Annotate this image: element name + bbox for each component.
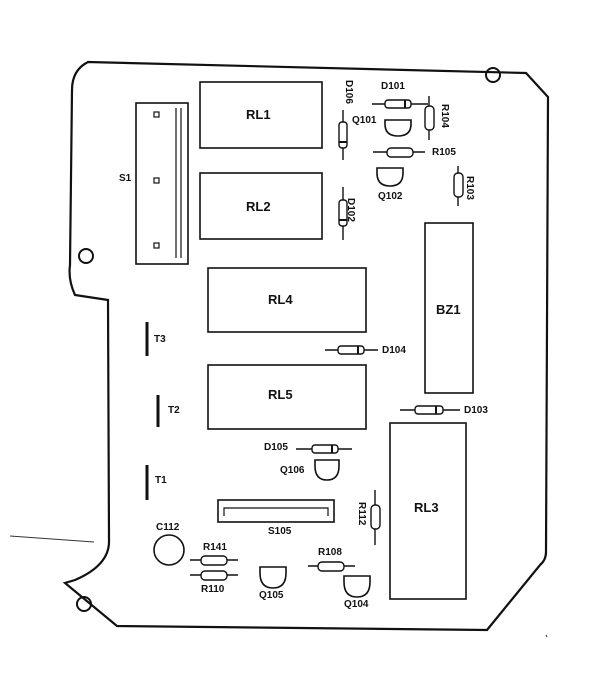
transistor-q105-label: Q105: [259, 590, 284, 601]
capacitor-c112: [153, 534, 185, 566]
mounting-hole: [76, 596, 92, 612]
relay-rl1-label: RL1: [246, 107, 271, 122]
transistor-q105: [259, 566, 287, 589]
relay-rl3-label: RL3: [414, 500, 439, 515]
transistor-q106-label: Q106: [280, 465, 305, 476]
relay-rl3-body: [389, 422, 467, 600]
transistor-q101: [384, 119, 412, 137]
diode-d103-label: D103: [464, 405, 488, 416]
transistor-q102: [376, 167, 404, 187]
diode-d104-label: D104: [382, 345, 406, 356]
resistor-r111-label: R141: [203, 542, 227, 553]
resistor-r112-label: R112: [356, 502, 367, 526]
transistor-q106: [314, 459, 340, 481]
transistor-q102-label: Q102: [378, 191, 403, 202]
resistor-r105-label: R105: [432, 147, 456, 158]
capacitor-c112-label: C112: [156, 522, 180, 533]
resistor-r108: [317, 561, 345, 572]
diode-d106: [338, 121, 348, 149]
resistor-r108-label: R108: [318, 547, 342, 558]
transistor-q104-label: Q104: [344, 599, 369, 610]
mounting-hole: [78, 248, 94, 264]
resistor-r111: [200, 555, 228, 566]
board-outline: [62, 60, 550, 632]
resistor-r104-label: R104: [439, 104, 450, 128]
relay-rl4-body: [207, 267, 367, 333]
diode-d101: [384, 99, 412, 109]
relay-rl5-body: [207, 364, 367, 430]
diode-d104: [337, 345, 365, 355]
resistor-r110: [200, 570, 228, 581]
resistor-r110-label: R110: [201, 584, 225, 595]
resistor-r104: [424, 105, 435, 131]
resistor-r103-label: R103: [464, 176, 475, 200]
relay-rl1-body: [199, 81, 323, 149]
buzzer-bz1-label: BZ1: [436, 302, 461, 317]
transistor-q104: [343, 575, 371, 598]
diode-d105-label: D105: [264, 442, 288, 453]
switch-s1-label: S1: [119, 173, 132, 184]
mounting-hole: [485, 67, 501, 83]
connector-s105-label: S105: [268, 526, 292, 537]
switch-s1-body: [135, 102, 189, 265]
relay-rl4-label: RL4: [268, 292, 293, 307]
relay-rl2-label: RL2: [246, 199, 271, 214]
test-point-t3-label: T3: [154, 334, 166, 345]
resistor-r112: [370, 504, 381, 530]
diode-d101-label: D101: [381, 81, 405, 92]
buzzer-bz1-body: [424, 222, 474, 394]
transistor-q101-label: Q101: [352, 115, 377, 126]
diode-d103: [414, 405, 444, 415]
resistor-r103: [453, 172, 464, 198]
diode-d105: [311, 444, 339, 454]
relay-rl5-label: RL5: [268, 387, 293, 402]
connector-s105-body: [217, 499, 335, 523]
diode-d106-label: D106: [343, 80, 354, 104]
test-point-t1-label: T1: [155, 475, 167, 486]
resistor-r105: [386, 147, 414, 158]
diode-d102-label: D102: [345, 198, 356, 222]
relay-rl2-body: [199, 172, 323, 240]
test-point-t2-label: T2: [168, 405, 180, 416]
